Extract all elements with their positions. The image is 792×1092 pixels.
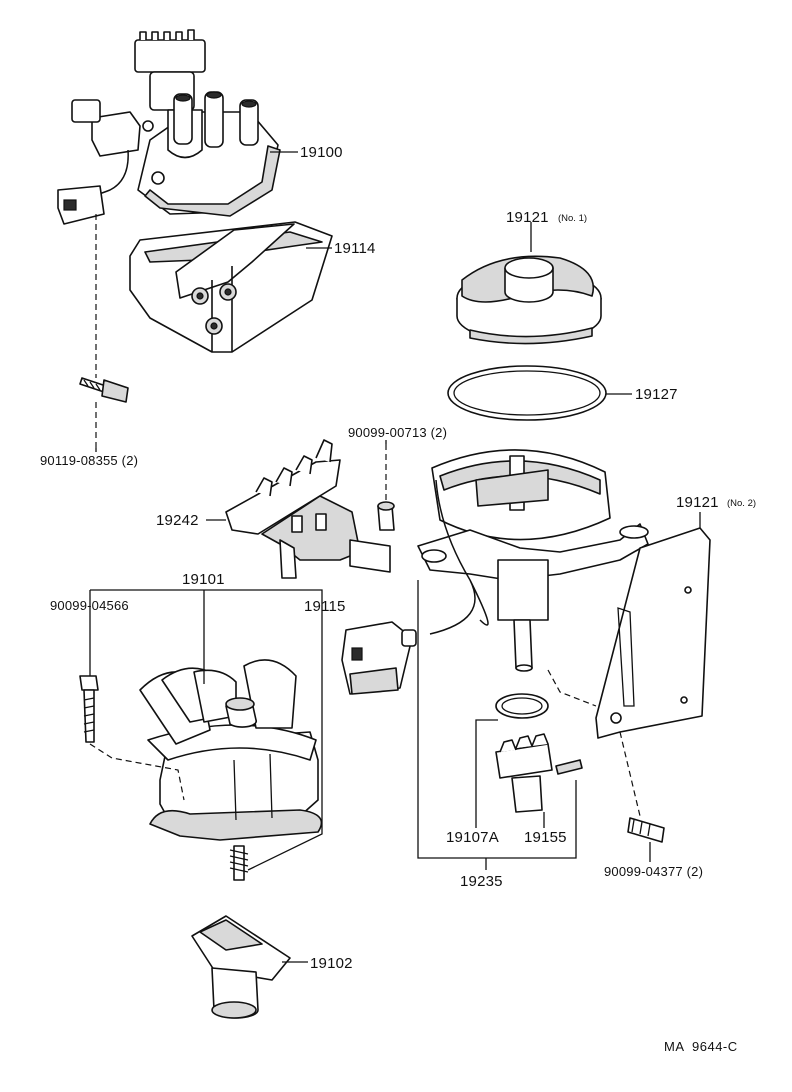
- callout-19100: 19100: [300, 144, 343, 161]
- callout-19107a: 19107A: [446, 829, 499, 846]
- callout-90119-08355: 90119-08355 (2): [40, 453, 138, 468]
- callout-19102: 19102: [310, 955, 353, 972]
- igniter-connector-part: [341, 621, 417, 695]
- callout-19114: 19114: [334, 240, 376, 257]
- distributor-assembly-part: [57, 29, 281, 225]
- distributor-cap-part: [139, 659, 323, 841]
- callout-19115: 19115: [304, 598, 346, 615]
- leader-lines: [89, 151, 701, 963]
- callout-90099-04566: 90099-04566: [50, 598, 129, 613]
- screw-90099-00713-part: [377, 501, 395, 531]
- callout-90099-00713: 90099-00713 (2): [348, 425, 447, 440]
- figure-reference-code: MA 9644-C: [664, 1039, 738, 1054]
- callout-19121-no1: 19121: [506, 209, 549, 226]
- dashed-guide-screw-br: [619, 731, 641, 817]
- rotor-19102-part: [191, 915, 291, 1019]
- o-ring-19127-part: [447, 365, 607, 421]
- callout-19101: 19101: [182, 571, 225, 588]
- screw-90099-04377-part: [627, 817, 665, 843]
- drive-gear-19155-part: [495, 733, 583, 813]
- dashed-guide-bolt: [89, 743, 185, 801]
- spring-19115-part: [229, 845, 249, 881]
- callout-19121-no2-note: (No. 2): [727, 498, 756, 509]
- callout-19121-no1-note: (No. 1): [558, 213, 587, 224]
- callout-19235: 19235: [460, 873, 503, 890]
- dashed-guide-plate: [547, 669, 597, 707]
- callout-19155: 19155: [524, 829, 567, 846]
- o-ring-19107a-part: [495, 693, 549, 719]
- callout-90099-04377: 90099-04377 (2): [604, 864, 703, 879]
- bolt-90099-04566-part: [79, 675, 99, 743]
- bracket-19242-part: [225, 439, 391, 579]
- distributor-cover-part: [129, 221, 333, 353]
- bolt-90119-part: [79, 377, 129, 403]
- callout-19121-no2: 19121: [676, 494, 719, 511]
- distributor-housing-part: [417, 449, 649, 672]
- signal-plate-no2-part: [595, 527, 711, 739]
- callout-19242: 19242: [156, 512, 199, 529]
- callout-19127: 19127: [635, 386, 678, 403]
- signal-rotor-no1-part: [456, 255, 602, 345]
